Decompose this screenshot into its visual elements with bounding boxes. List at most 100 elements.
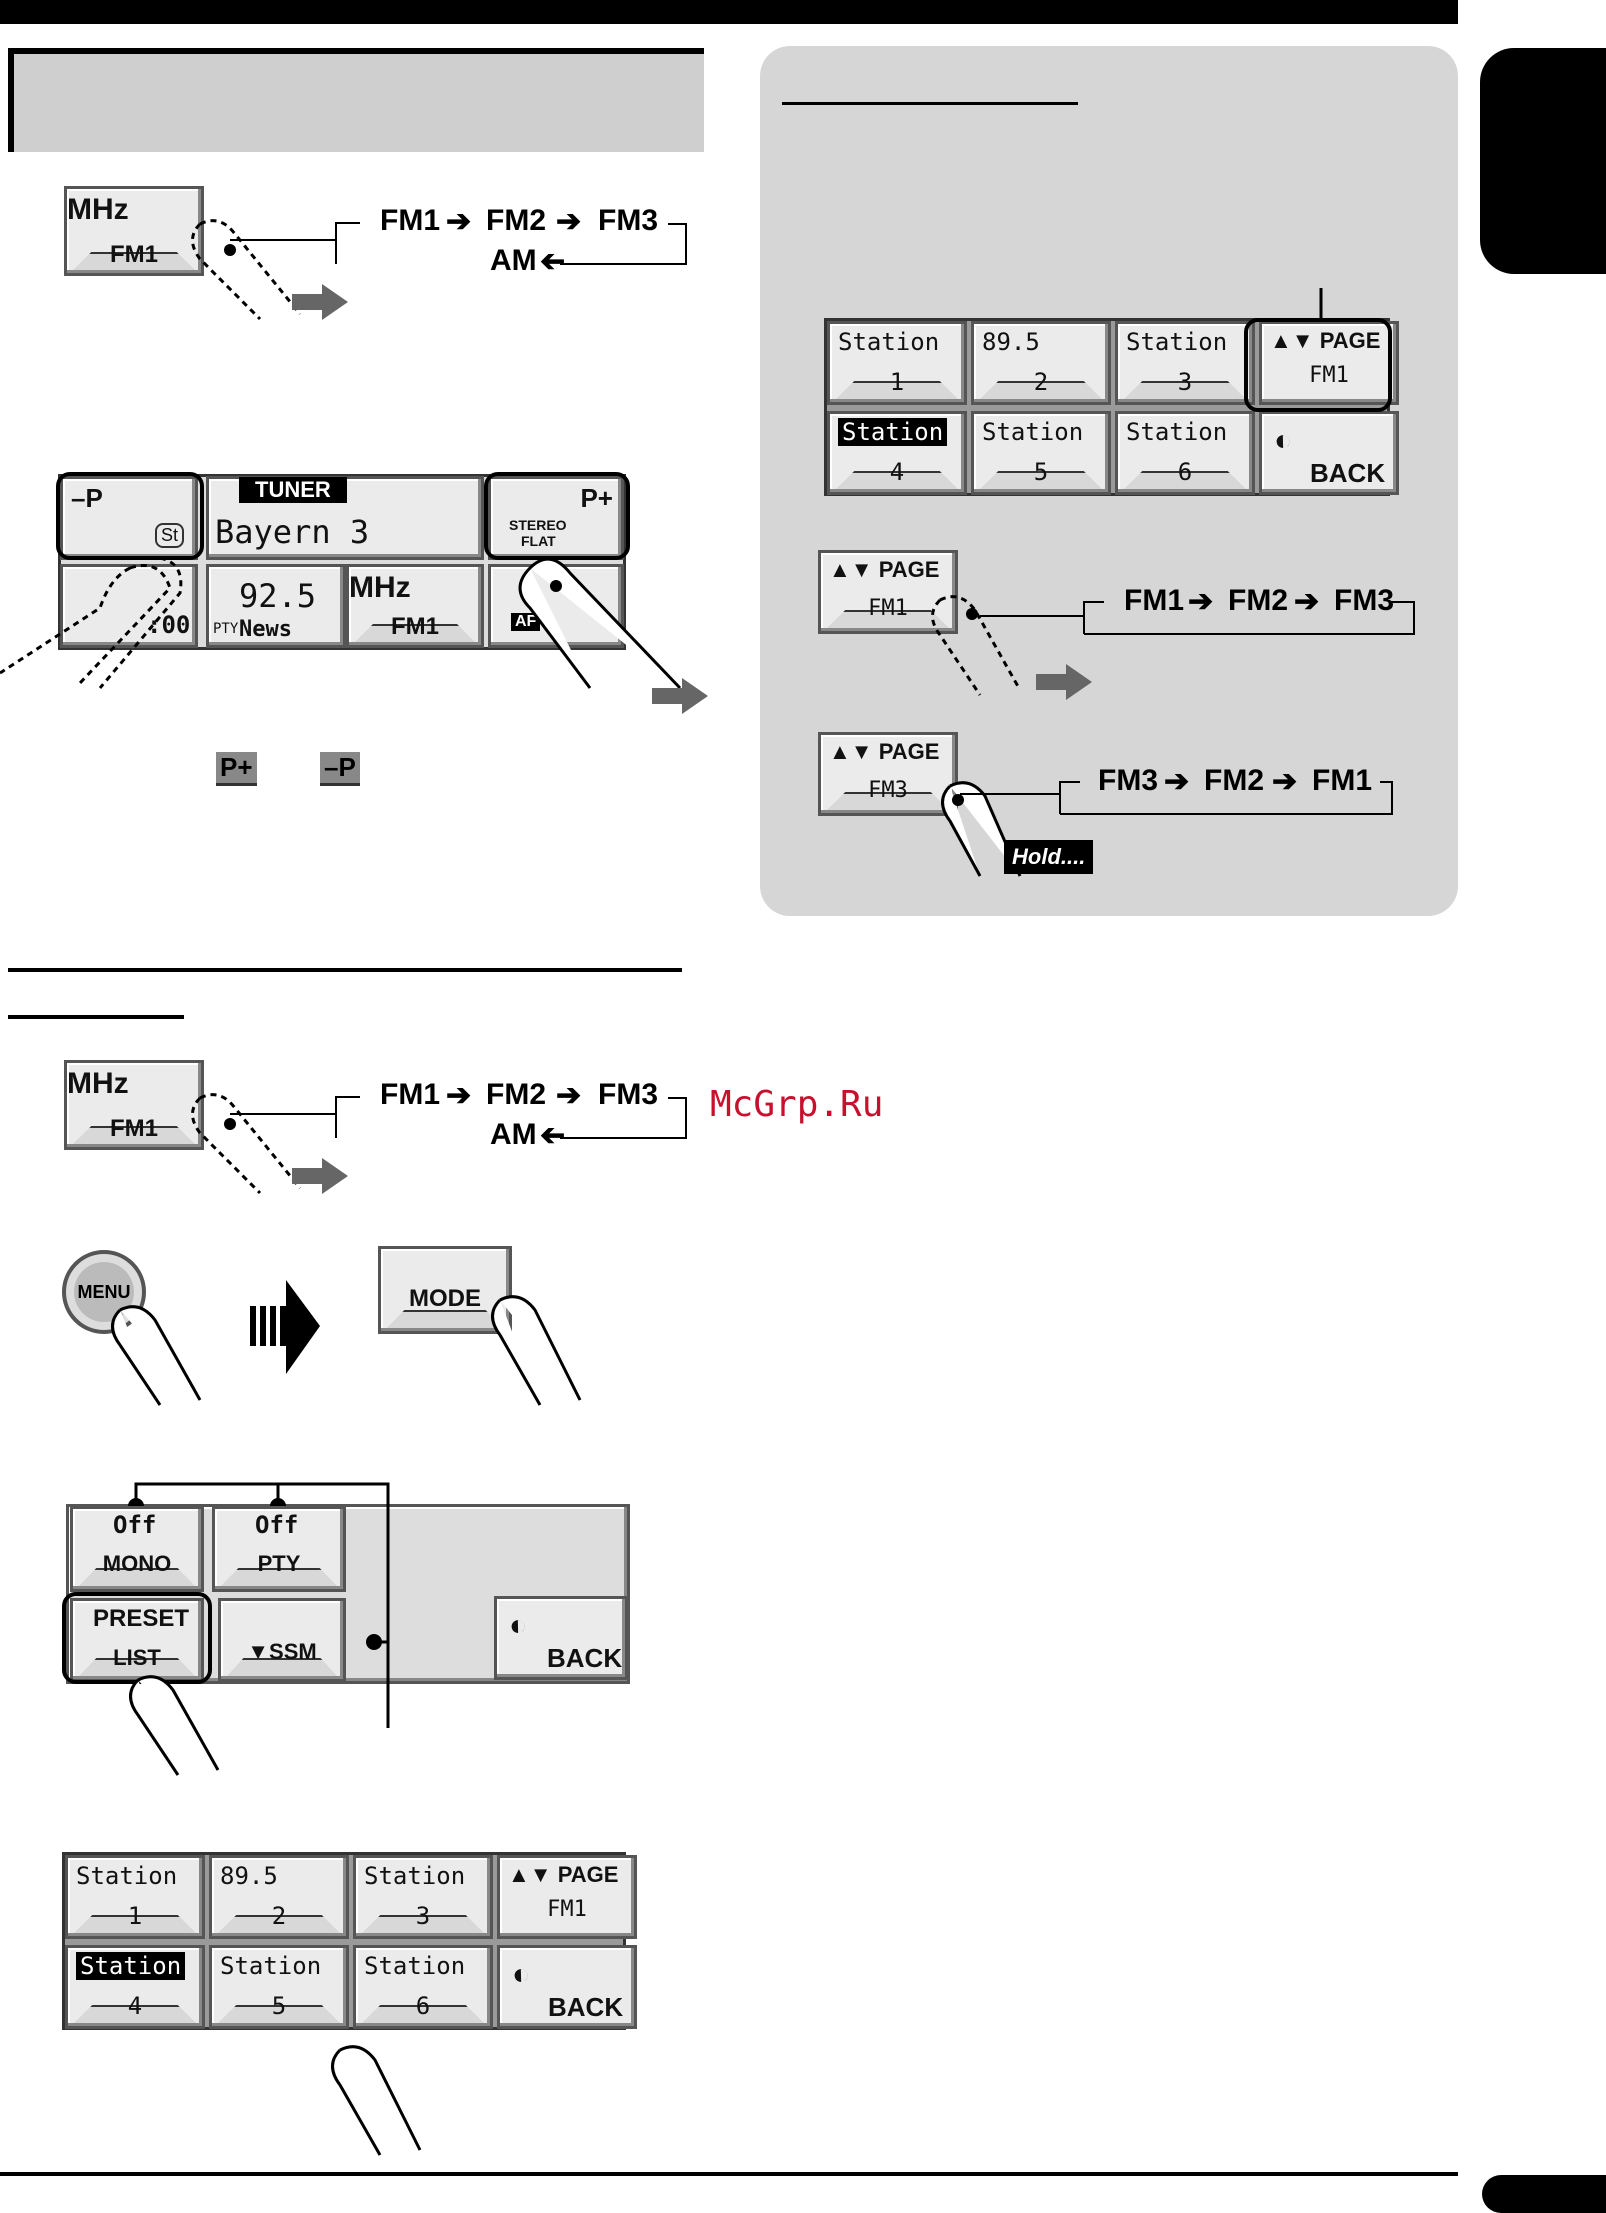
page-flow-fm3: FM3 <box>1334 584 1394 617</box>
finger-icon <box>331 2045 422 2156</box>
band-flow-am: AM <box>490 244 537 277</box>
page-flow-fm1: FM1 <box>1124 584 1184 617</box>
preset-station-button[interactable]: Station 1 <box>65 1855 205 1939</box>
preset-number: 6 <box>1177 458 1193 486</box>
watermark: McGrp.Ru <box>710 1084 884 1125</box>
preset-label: Station <box>76 1952 186 1980</box>
flow-arrow-left-icon: ➔ <box>540 245 566 278</box>
back-button[interactable]: ◐BACK <box>497 1945 637 2029</box>
menu-button[interactable]: MENU <box>62 1250 146 1334</box>
finger-icon <box>931 595 1022 696</box>
band-button[interactable]: MHz FM1 <box>64 1060 204 1150</box>
preset-number: 2 <box>1033 368 1049 396</box>
band-flow-fm1: FM1 <box>380 204 440 237</box>
band-flow-fm2: FM2 <box>486 204 546 237</box>
flow-arrow-icon: ➔ <box>1188 585 1214 618</box>
preset-number: 5 <box>1033 458 1049 486</box>
finger-icon <box>941 781 1022 877</box>
page-button[interactable]: ▲▼ PAGE FM3 <box>818 732 958 816</box>
mode-button[interactable]: MODE <box>378 1246 512 1334</box>
flow-arrow-icon: ➔ <box>1164 765 1190 798</box>
flow-arrow-icon: ➔ <box>1272 765 1298 798</box>
page-button[interactable]: ▲▼ PAGE FM1 <box>818 550 958 634</box>
finger-icon <box>191 1093 302 1195</box>
band-button[interactable]: MHz FM1 <box>64 186 204 276</box>
preset-station-button[interactable]: Station 1 <box>827 321 967 405</box>
finger-icon <box>129 1675 220 1776</box>
band-flow-am: AM <box>490 1118 537 1151</box>
frequency-panel: 92.5 PTY News <box>206 564 346 648</box>
section-title-box <box>8 48 704 152</box>
back-icon: ◐ <box>509 1609 528 1642</box>
preset-label: Station <box>838 418 948 446</box>
preset-down-button[interactable]: –P St <box>60 476 198 560</box>
back-button[interactable]: ◐ BACK <box>494 1596 628 1680</box>
stereo-label: STEREO <box>509 517 567 533</box>
press-arrow-icon <box>652 678 708 714</box>
preset-label: Station <box>838 328 940 356</box>
next-step-arrow-icon <box>250 1280 320 1374</box>
press-arrow-icon <box>1036 664 1092 700</box>
band-button[interactable]: MHz FM1 <box>346 564 484 648</box>
p-plus-key: P+ <box>216 752 257 786</box>
press-arrow-icon <box>292 284 348 320</box>
preset-number: 1 <box>889 368 905 396</box>
preset-number: 5 <box>271 1992 287 2020</box>
preset-number: 1 <box>127 1902 143 1930</box>
preset-label: 89.5 <box>220 1862 278 1890</box>
unit-label: MHz <box>67 193 129 226</box>
af-label: AF <box>511 613 541 631</box>
page-up-down-icon: ▲▼ <box>829 557 873 582</box>
section-divider <box>8 968 682 972</box>
page-highlight-ring <box>1244 288 1392 412</box>
flat-label: FLAT <box>521 533 556 549</box>
preset-label: Station <box>364 1952 466 1980</box>
flow-arrow-icon: ➔ <box>1294 585 1320 618</box>
band-flow-fm2: FM2 <box>486 1078 546 1111</box>
preset-station-button[interactable]: Station 5 <box>209 1945 349 2029</box>
preset-up-button[interactable]: P+ STEREO FLAT <box>488 476 624 560</box>
station-name-panel: TUNER Bayern 3 <box>206 476 484 560</box>
preset-label: 89.5 <box>982 328 1040 356</box>
pty-button[interactable]: Off PTY <box>212 1506 346 1592</box>
station-name: Bayern 3 <box>215 513 370 551</box>
preset-label: Station <box>76 1862 178 1890</box>
down-triangle-icon: ▼ <box>247 1639 270 1664</box>
ssm-button[interactable]: ▼SSM <box>218 1598 346 1682</box>
band-flow-fm3: FM3 <box>598 204 658 237</box>
finger-icon <box>518 557 682 690</box>
preset-number: 2 <box>271 1902 287 1930</box>
back-button[interactable]: ◐BACK <box>1259 411 1399 495</box>
flow-arrow-icon: ➔ <box>556 1079 582 1112</box>
clock-panel: :00 <box>60 564 198 648</box>
preset-label: Station <box>364 1862 466 1890</box>
flow-lines <box>980 601 1415 635</box>
preset-number: 3 <box>1177 368 1193 396</box>
subsection-rule <box>8 1015 184 1019</box>
page-flow-fm3: FM3 <box>1098 764 1158 797</box>
finger-icon <box>191 219 302 321</box>
finger-icon <box>111 1305 202 1406</box>
pty-value: News <box>239 617 292 642</box>
preset-list-button[interactable]: PRESET LIST <box>70 1598 204 1682</box>
preset-station-button[interactable]: Station 6 <box>1115 411 1255 495</box>
press-arrow-icon <box>292 1158 348 1194</box>
page-flow-fm2: FM2 <box>1204 764 1264 797</box>
preset-label: Station <box>1126 418 1228 446</box>
page-up-down-icon: ▲▼ <box>1270 328 1314 353</box>
page-number-pill <box>1482 2175 1606 2213</box>
mono-button[interactable]: Off MONO <box>70 1506 204 1592</box>
stereo-indicator: St <box>155 523 185 548</box>
frequency: 92.5 <box>239 577 317 615</box>
preset-label: Station <box>220 1952 322 1980</box>
